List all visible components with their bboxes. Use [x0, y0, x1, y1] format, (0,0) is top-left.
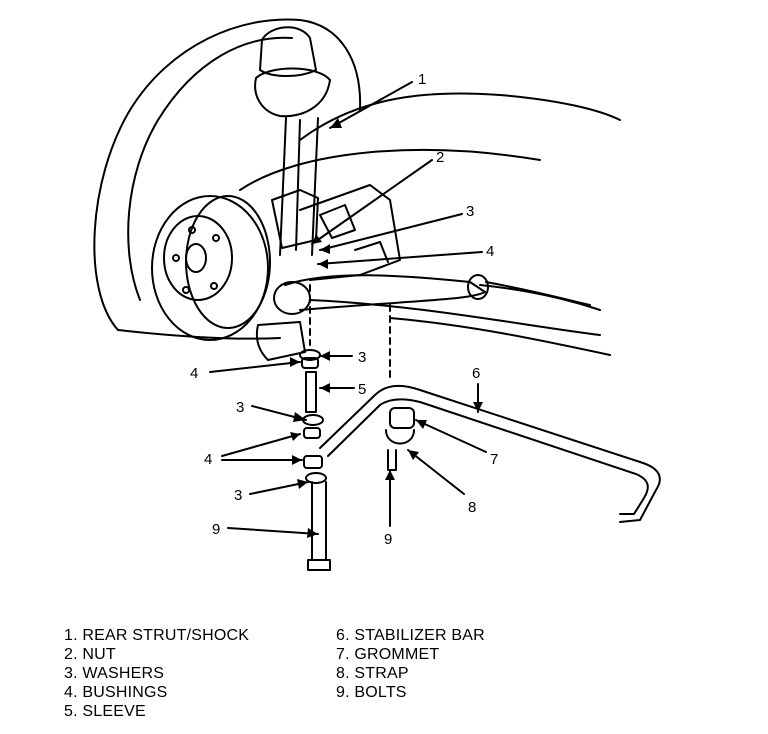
strut-spring-seat — [254, 67, 331, 118]
suspension-diagram: 1 2 3 4 4 3 5 3 4 3 9 6 7 8 9 — [93, 18, 661, 571]
bushing-upper — [301, 357, 319, 369]
callout-9-bottom: 9 — [384, 531, 392, 548]
wheel-well-inner — [127, 36, 293, 301]
arrowhead-7 — [416, 420, 427, 429]
chassis-rail-1 — [309, 299, 601, 336]
callout-7: 7 — [490, 451, 498, 468]
callout-3-left-a: 3 — [236, 399, 244, 416]
callout-4-left-b: 4 — [204, 451, 212, 468]
parts-legend: 1. REAR STRUT/SHOCK 2. NUT 3. WASHERS 4.… — [64, 626, 584, 721]
arrowhead-2 — [312, 234, 322, 244]
bolt-left — [307, 481, 331, 571]
leader-9-left — [227, 527, 319, 535]
arrowhead-9-bottom — [385, 470, 395, 480]
lower-bracket — [255, 321, 306, 361]
wheel-well-outline — [93, 18, 362, 331]
strut-upper-mount — [259, 26, 317, 77]
grommet — [389, 407, 415, 429]
sleeve — [305, 371, 317, 413]
knuckle-detail-1 — [319, 204, 356, 239]
callout-4-left: 4 — [190, 365, 198, 382]
callout-3-top: 3 — [466, 203, 474, 220]
leader-8 — [407, 449, 465, 495]
washer-lower — [305, 472, 327, 484]
lug-stud-4 — [210, 282, 218, 290]
callout-8: 8 — [468, 499, 476, 516]
arrowhead-5 — [320, 383, 330, 393]
leader-1 — [329, 81, 413, 129]
leader-4-left-b-1 — [221, 433, 301, 457]
legend-item-rear-strut-shock: 1. REAR STRUT/SHOCK — [64, 627, 250, 644]
chassis-rail-3 — [479, 284, 601, 311]
leader-2 — [311, 159, 433, 245]
strut-body — [279, 117, 319, 256]
legend-item-nut: 2. NUT — [64, 646, 116, 663]
strut-body-shade — [295, 119, 301, 251]
body-panel-rear — [239, 149, 541, 191]
body-panel-upper — [299, 92, 621, 141]
bolt-right — [387, 449, 397, 471]
lug-stud-5 — [212, 234, 220, 242]
arrowhead-9-left — [307, 528, 318, 538]
leader-4-top — [317, 251, 483, 265]
callout-2: 2 — [436, 149, 444, 166]
callout-3-left-b: 3 — [234, 487, 242, 504]
lower-arm — [284, 274, 486, 311]
arm-to-body — [485, 281, 591, 306]
legend-item-sleeve: 5. SLEEVE — [64, 703, 146, 720]
legend-item-bolts: 9. BOLTS — [336, 684, 407, 701]
arrowhead-3-top — [320, 244, 330, 254]
chassis-rail-2 — [389, 317, 611, 356]
leader-3-top — [319, 213, 463, 251]
brake-drum — [151, 195, 269, 341]
hub-flange — [163, 215, 233, 301]
legend-column-left: 1. REAR STRUT/SHOCK 2. NUT 3. WASHERS 4.… — [64, 626, 336, 721]
callout-3-mid: 3 — [358, 349, 366, 366]
legend-item-stabilizer-bar: 6. STABILIZER BAR — [336, 627, 485, 644]
diagram-canvas: 1 2 3 4 4 3 5 3 4 3 9 6 7 8 9 — [93, 18, 661, 571]
arrowhead-4-top — [318, 259, 328, 269]
legend-item-strap: 8. STRAP — [336, 665, 409, 682]
lug-stud-3 — [182, 286, 190, 294]
strap — [385, 429, 415, 445]
legend-column-right: 6. STABILIZER BAR 7. GROMMET 8. STRAP 9.… — [336, 626, 584, 721]
arrowhead-8 — [408, 450, 419, 460]
legend-item-grommet: 7. GROMMET — [336, 646, 440, 663]
arrowhead-3-mid — [320, 351, 330, 361]
floor-line — [117, 329, 281, 340]
arrowhead-4-left-b-2 — [292, 455, 302, 465]
arm-bushing-left — [273, 281, 311, 315]
arrowhead-6 — [473, 402, 483, 412]
legend-item-washers: 3. WASHERS — [64, 665, 165, 682]
leader-4-left — [209, 361, 301, 373]
arrowhead-3-left-b — [297, 479, 308, 489]
callout-9-left: 9 — [212, 521, 220, 538]
lug-stud-1 — [188, 226, 196, 234]
arrowhead-1 — [330, 118, 342, 128]
stabilizer-bar-bottom — [327, 398, 649, 515]
strut-bracket — [271, 189, 319, 249]
hub-center — [185, 243, 207, 273]
lug-stud-2 — [172, 254, 180, 262]
arrowhead-4-left-b-1 — [290, 432, 300, 441]
callout-5: 5 — [358, 381, 366, 398]
callout-1: 1 — [418, 71, 426, 88]
arm-bushing-right — [467, 274, 489, 300]
legend-item-bushings: 4. BUSHINGS — [64, 684, 168, 701]
callout-4-top: 4 — [486, 243, 494, 260]
arrowhead-3-left-a — [293, 412, 306, 422]
bushing-mid-1 — [303, 427, 321, 439]
callout-6: 6 — [472, 365, 480, 382]
arrowhead-4-left — [290, 357, 300, 367]
bushing-mid-2 — [303, 455, 323, 469]
knuckle-detail-2 — [354, 241, 389, 263]
leader-7 — [415, 419, 487, 453]
stabilizer-bar-top — [319, 384, 661, 523]
